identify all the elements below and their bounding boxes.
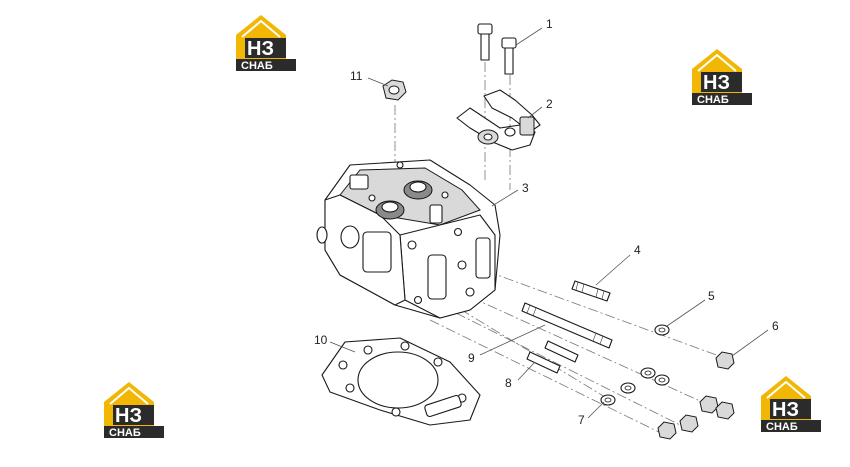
callout-6: 6 — [772, 319, 779, 333]
callout-2: 2 — [546, 97, 553, 111]
callout-9: 9 — [468, 351, 475, 365]
logo-bottom-left: НЗ СНАБ — [103, 381, 165, 439]
part-6-nuts — [657, 351, 735, 440]
callout-7: 7 — [578, 413, 585, 427]
logo-brand-text: СНАБ — [697, 94, 729, 106]
part-5-washers — [640, 324, 670, 386]
part-8-short-studs — [526, 340, 579, 374]
logo-brand-text: СНАБ — [766, 421, 798, 433]
part-3-cylinder-head — [316, 159, 501, 319]
logo-bottom-right: НЗ СНАБ — [760, 375, 822, 433]
part-7-washers — [600, 382, 636, 406]
logo-brand-text: СНАБ — [109, 427, 141, 439]
logo-mark-text: НЗ — [772, 399, 799, 421]
logo-top-left: НЗ СНАБ — [235, 14, 297, 72]
callout-4: 4 — [634, 243, 641, 257]
callout-10: 10 — [314, 333, 328, 347]
logo-mark-text: НЗ — [115, 405, 142, 427]
callout-3: 3 — [522, 181, 529, 195]
part-9-long-stud — [521, 302, 613, 349]
callout-11: 11 — [350, 69, 363, 83]
part-4-stud — [571, 280, 611, 302]
logo-top-right: НЗ СНАБ — [691, 48, 753, 106]
callout-8: 8 — [505, 376, 512, 390]
callout-labels: 1 2 3 4 5 6 7 8 9 10 11 — [314, 17, 779, 427]
callout-5: 5 — [708, 289, 715, 303]
logo-mark-text: НЗ — [247, 38, 274, 60]
part-2-rocker-arms — [456, 89, 541, 151]
part-10-gasket — [321, 337, 481, 426]
logo-brand-text: СНАБ — [241, 60, 273, 72]
part-1-bolts — [477, 23, 517, 75]
assembly-axes — [394, 62, 731, 436]
part-11-nut — [382, 79, 407, 101]
logo-mark-text: НЗ — [703, 72, 730, 94]
leader-lines — [329, 27, 769, 419]
callout-1: 1 — [546, 17, 553, 31]
